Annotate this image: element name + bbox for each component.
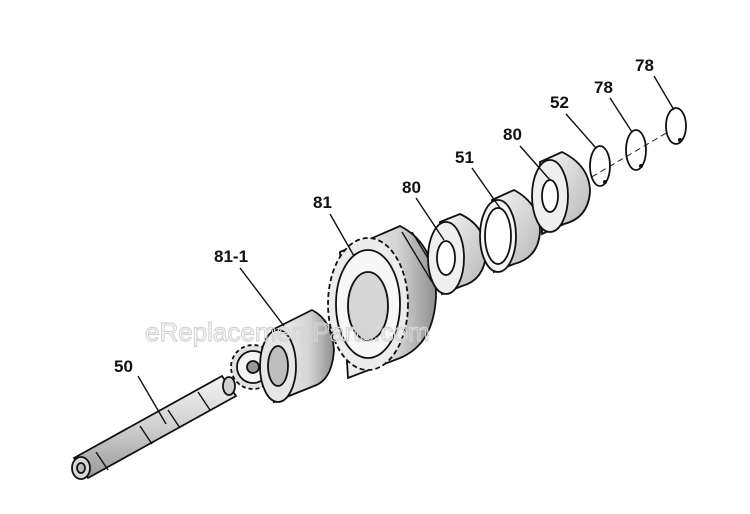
leader-line-51 [471,167,501,209]
bearing-part-80-b [531,151,591,236]
leader-line-78-a [609,97,633,133]
callout-80-a: 80 [402,178,421,197]
watermark-text: eReplacementParts.com [145,317,430,347]
callout-81: 81 [313,193,332,212]
callout-50: 50 [114,357,133,376]
retaining-ring-part-78-a [625,129,647,171]
callout-80-b: 80 [503,125,522,144]
callout-78-b: 78 [635,56,654,75]
bearing-part-80-a [427,213,487,296]
leader-line-52 [565,113,597,149]
leader-line-81 [329,213,355,257]
shaft-part-50 [71,374,238,480]
leader-line-78-b [653,75,675,111]
retaining-ring-part-78-b [665,107,687,145]
leader-line-50 [137,375,167,425]
leader-line-81-1 [239,267,285,327]
leader-line-80-b [519,145,551,181]
callout-78-a: 78 [594,78,613,97]
callout-81-1: 81-1 [214,247,248,266]
callout-51: 51 [455,148,474,167]
sleeve-part-81-1 [259,308,335,404]
timing-pulley-part-81 [327,225,437,380]
callout-52: 52 [550,93,569,112]
retaining-ring-part-52 [589,145,611,187]
spacer-part-51 [479,188,541,274]
leader-line-80-a [415,197,445,241]
